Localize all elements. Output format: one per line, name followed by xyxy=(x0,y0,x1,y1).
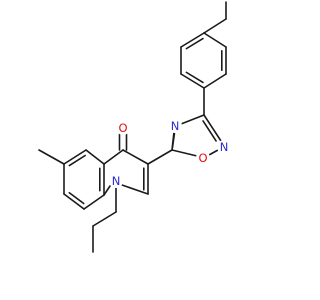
ring-n-right-atom: N xyxy=(217,140,231,154)
bond-c5-o xyxy=(171,149,198,157)
bond-p3-p4 xyxy=(180,32,205,48)
bond-p1-p2 xyxy=(180,73,205,89)
molecule-structure: O N N O N xyxy=(38,1,231,253)
bond-ethyl-1 xyxy=(203,18,227,34)
carbonyl-oxygen-atom: O xyxy=(116,121,130,135)
bond-p6-p1 xyxy=(203,73,227,89)
bond-c5-c6 xyxy=(63,149,87,165)
bond-layer xyxy=(38,1,227,253)
bond-c7-c8-double xyxy=(68,191,85,205)
atom-mask xyxy=(168,119,182,133)
bond-c2-n1 xyxy=(121,184,149,195)
bond-c8-c8a xyxy=(83,194,105,210)
carbonyl-oxygen-label: O xyxy=(118,121,127,135)
bond-c4a-c5 xyxy=(85,149,105,165)
bond-o-n xyxy=(208,149,219,156)
bond-c4-c3 xyxy=(122,149,149,165)
bond-p1-p2-double xyxy=(185,71,204,84)
bond-methyl xyxy=(38,149,65,165)
ring-oxygen-atom: O xyxy=(196,151,210,165)
bond-c3-oxadiazole xyxy=(147,149,173,165)
atom-mask xyxy=(217,140,231,154)
bond-c3ox-nl xyxy=(180,114,205,125)
bond-c5-c6-double xyxy=(68,154,86,167)
bond-propyl-2 xyxy=(92,211,117,227)
atom-mask xyxy=(116,121,130,135)
oxadiazole-nitrogen-left-label: N xyxy=(171,119,180,133)
oxadiazole-oxygen-label: O xyxy=(198,151,207,165)
atom-label-layer: O N N O N xyxy=(109,119,231,188)
atom-mask xyxy=(196,151,210,165)
bond-c5-nl-double xyxy=(171,132,176,149)
bond-p3-p4-double xyxy=(185,37,204,50)
bond-n1-c8a xyxy=(103,185,111,196)
atom-mask xyxy=(109,174,123,188)
bond-c4-c4a xyxy=(103,149,124,165)
ring-n-left-atom: N xyxy=(168,119,182,133)
bond-n-c3ox xyxy=(203,114,222,142)
bond-c7-c8 xyxy=(63,193,85,210)
quinoline-nitrogen-atom: N xyxy=(109,174,123,188)
bond-p4-p5 xyxy=(203,32,227,48)
bond-n-c3ox-double xyxy=(202,120,217,142)
quinoline-nitrogen-label: N xyxy=(112,174,121,188)
oxadiazole-nitrogen-right-label: N xyxy=(220,140,229,154)
